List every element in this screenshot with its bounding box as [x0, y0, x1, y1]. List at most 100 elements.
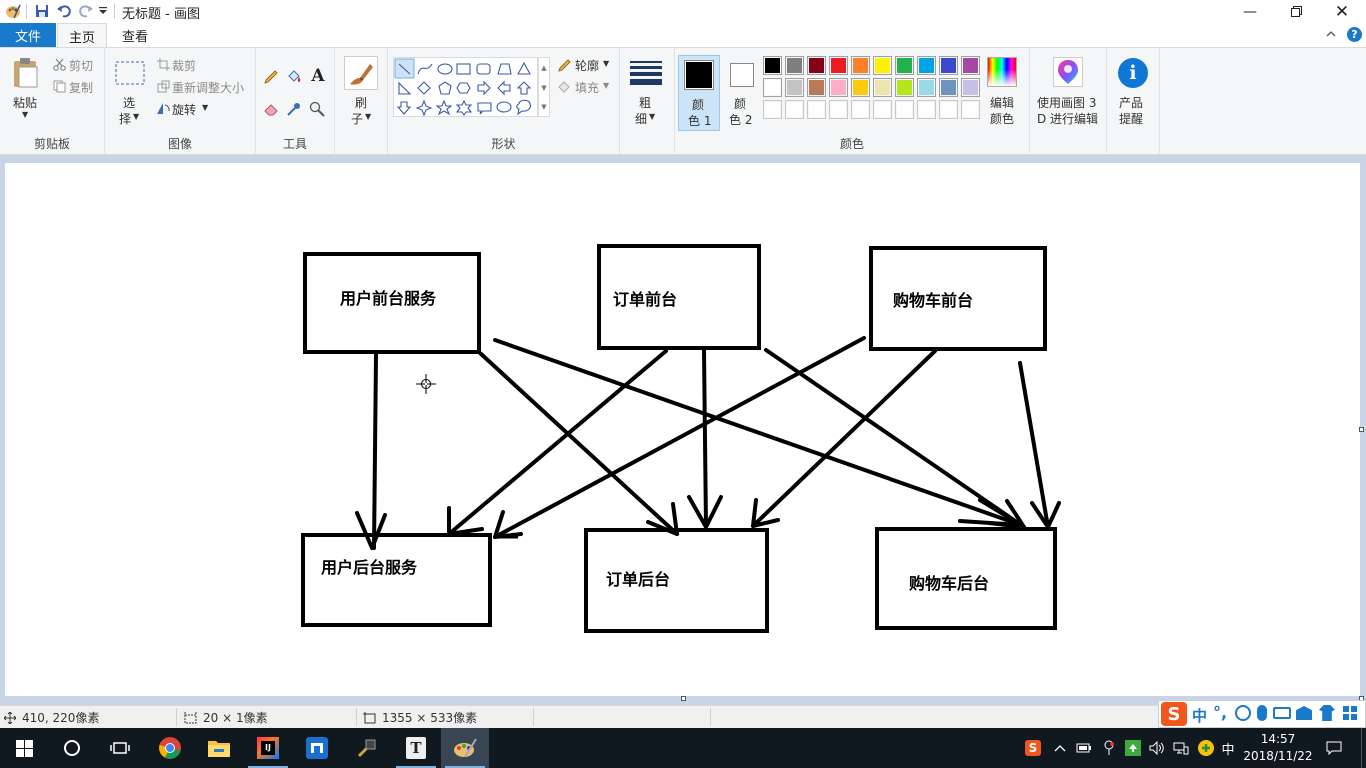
ime-keyboard-icon[interactable]: [1273, 707, 1291, 719]
paint3d-button[interactable]: 使用画图 3: [1037, 96, 1097, 110]
brush-icon[interactable]: [344, 56, 378, 90]
select-button[interactable]: 选: [123, 96, 136, 110]
product-alert-button[interactable]: 产品: [1119, 96, 1144, 110]
eraser-icon[interactable]: [262, 100, 280, 118]
brushes-button[interactable]: 刷: [355, 96, 368, 110]
text-tool-icon[interactable]: A: [311, 66, 325, 86]
info-icon[interactable]: i: [1118, 58, 1148, 88]
ime-skin-icon[interactable]: [1319, 705, 1335, 721]
input-language-indicator[interactable]: 中: [1221, 742, 1235, 758]
palette-swatch[interactable]: [873, 78, 892, 97]
sogou-tray-icon[interactable]: S: [1022, 728, 1044, 768]
edit-colors-button-line2[interactable]: 颜色: [990, 112, 1015, 126]
ime-emoji-icon[interactable]: [1235, 705, 1251, 721]
app-taskbar-button[interactable]: [343, 728, 391, 768]
paint3d-icon[interactable]: [1053, 57, 1083, 87]
update-tray-icon[interactable]: [1123, 728, 1143, 768]
search-button[interactable]: [48, 728, 96, 768]
cut-button[interactable]: 剪切: [69, 59, 94, 73]
tab-home[interactable]: 主页: [57, 23, 107, 48]
magnifier-icon[interactable]: [308, 100, 326, 118]
file-explorer-taskbar-button[interactable]: [195, 728, 243, 768]
palette-swatch[interactable]: [851, 100, 870, 119]
palette-swatch[interactable]: [895, 100, 914, 119]
palette-swatch[interactable]: [917, 100, 936, 119]
palette-swatch[interactable]: [939, 78, 958, 97]
crop-button[interactable]: 裁剪: [172, 59, 197, 73]
typora-taskbar-button[interactable]: T: [392, 728, 440, 768]
volume-icon[interactable]: [1147, 728, 1167, 768]
drawing-canvas[interactable]: 用户前台服务 订单前台 购物车前台 用户后台服务 订单后台 购物车后台: [5, 163, 1360, 696]
size-button[interactable]: 粗: [639, 96, 652, 110]
fill-dropdown-icon[interactable]: ▼: [603, 81, 610, 90]
canvas-resize-handle-right[interactable]: [1359, 427, 1364, 432]
chrome-taskbar-button[interactable]: [146, 728, 194, 768]
palette-swatch[interactable]: [807, 78, 826, 97]
palette-swatch[interactable]: [829, 56, 848, 75]
product-alert-button-line2[interactable]: 提醒: [1119, 112, 1144, 126]
paste-dropdown-icon[interactable]: ▼: [22, 110, 29, 119]
palette-swatch[interactable]: [763, 100, 782, 119]
color1-button[interactable]: 颜 色 1: [678, 55, 720, 131]
color2-button[interactable]: 颜 色 2: [724, 55, 766, 131]
shapes-gallery-icons[interactable]: [394, 58, 539, 118]
ime-menu-icon[interactable]: [1343, 706, 1357, 720]
pin-tray-icon[interactable]: [1099, 728, 1119, 768]
size-icon[interactable]: [630, 58, 662, 88]
palette-swatch[interactable]: [961, 56, 980, 75]
palette-swatch[interactable]: [807, 56, 826, 75]
rotate-dropdown-icon[interactable]: ▼: [202, 103, 209, 112]
rotate-button[interactable]: 旋转: [172, 103, 197, 117]
collapse-ribbon-icon[interactable]: [1325, 28, 1337, 43]
security-tray-icon[interactable]: [1195, 728, 1217, 768]
copy-button[interactable]: 复制: [69, 81, 94, 95]
select-icon[interactable]: [114, 60, 146, 86]
edit-colors-button[interactable]: 编辑: [990, 96, 1015, 110]
ime-mode-toggle[interactable]: 中: [1192, 707, 1208, 725]
palette-swatch[interactable]: [917, 56, 936, 75]
ime-punctuation-icon[interactable]: °,: [1213, 703, 1228, 722]
palette-swatch[interactable]: [895, 56, 914, 75]
palette-swatch[interactable]: [961, 100, 980, 119]
paint-app-icon[interactable]: [3, 2, 23, 20]
undo-icon[interactable]: [54, 2, 74, 20]
palette-swatch[interactable]: [961, 78, 980, 97]
palette-swatch[interactable]: [873, 56, 892, 75]
task-view-button[interactable]: [96, 728, 144, 768]
palette-swatch[interactable]: [939, 100, 958, 119]
customize-quick-access-icon[interactable]: [96, 2, 110, 20]
battery-tray-icon[interactable]: [1074, 728, 1094, 768]
minimize-button[interactable]: —: [1227, 0, 1273, 23]
palette-swatch[interactable]: [895, 78, 914, 97]
size-dropdown-icon[interactable]: ▼: [649, 112, 656, 121]
fill-bucket-icon[interactable]: [285, 68, 303, 86]
restore-button[interactable]: [1273, 0, 1319, 23]
palette-swatch[interactable]: [785, 56, 804, 75]
palette-swatch[interactable]: [851, 78, 870, 97]
shapes-gallery-scroll[interactable]: ▲ ▼ ▼: [538, 57, 550, 117]
intellij-taskbar-button[interactable]: IJ: [244, 728, 292, 768]
color-picker-icon[interactable]: [285, 100, 303, 118]
outline-dropdown-icon[interactable]: ▼: [603, 59, 610, 68]
tab-view[interactable]: 查看: [122, 29, 149, 45]
save-icon[interactable]: [32, 2, 52, 20]
paste-button[interactable]: 粘贴: [13, 96, 38, 110]
palette-swatch[interactable]: [829, 78, 848, 97]
close-button[interactable]: ✕: [1319, 0, 1365, 23]
palette-swatch[interactable]: [917, 78, 936, 97]
tab-file[interactable]: 文件: [0, 23, 56, 47]
pencil-icon[interactable]: [262, 68, 280, 86]
network-icon[interactable]: [1171, 728, 1191, 768]
help-icon[interactable]: ?: [1347, 27, 1362, 42]
start-button[interactable]: [0, 728, 48, 768]
canvas-resize-handle-bottom[interactable]: [681, 696, 686, 701]
redo-icon[interactable]: [76, 2, 96, 20]
palette-swatch[interactable]: [763, 78, 782, 97]
paste-icon[interactable]: [10, 56, 42, 90]
palette-swatch[interactable]: [807, 100, 826, 119]
clock[interactable]: 14:57 2018/11/22: [1238, 731, 1318, 765]
palette-swatch[interactable]: [873, 100, 892, 119]
show-desktop-button[interactable]: [1361, 728, 1366, 768]
ime-toolbox-icon[interactable]: [1296, 706, 1312, 720]
palette-swatch[interactable]: [763, 56, 782, 75]
